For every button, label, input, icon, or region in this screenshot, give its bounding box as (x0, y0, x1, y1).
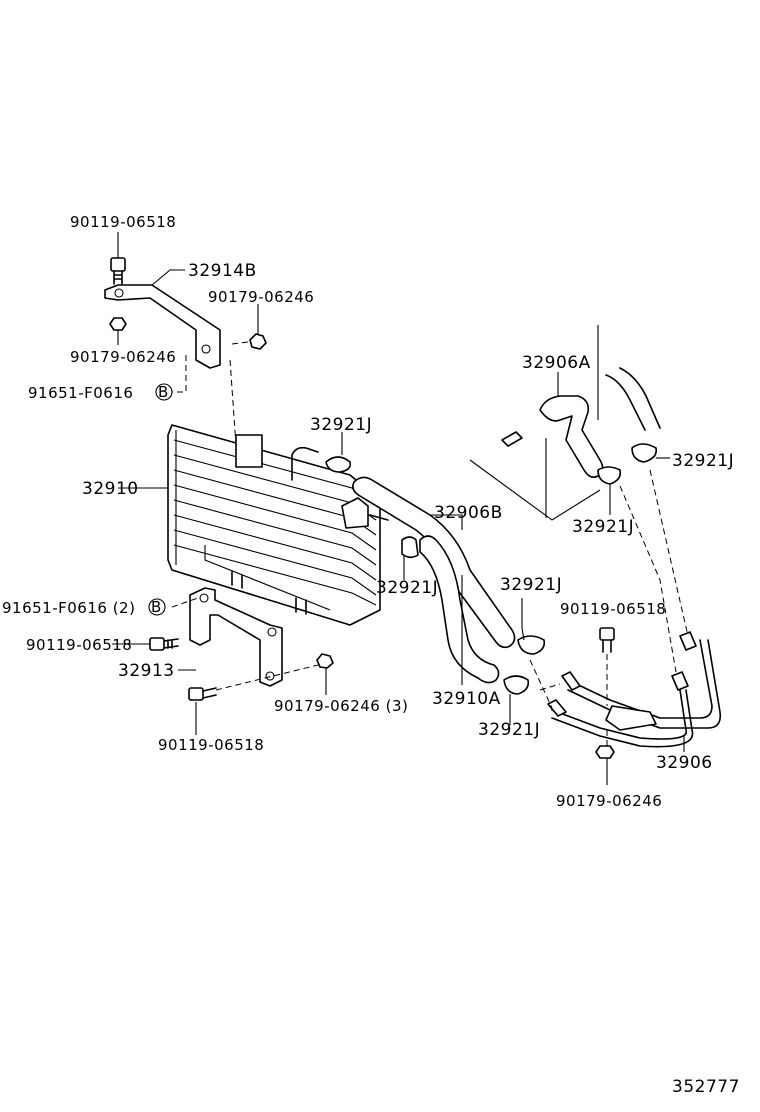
hose-32910A (419, 535, 500, 684)
lower-bracket-bolt (149, 637, 179, 651)
label-clamp-mark-lower: B (151, 598, 162, 616)
lower-nut (316, 653, 334, 669)
label-bolt-tube-bracket: 90119-06518 (560, 600, 666, 618)
cooler-clip (325, 456, 352, 473)
upper-right-clip (631, 443, 658, 463)
hose-32906A (539, 395, 604, 478)
label-cooler: 32910 (82, 479, 139, 499)
label-clip-hose-inlet: 32921J (376, 578, 438, 598)
label-clamp-lower: 91651-F0616 (2) (2, 599, 135, 617)
label-nut-bracket-left: 90179-06246 (70, 348, 176, 366)
label-clip-cooler: 32921J (310, 415, 372, 435)
inlet-hose-clip (401, 536, 419, 559)
tube-assembly (547, 631, 722, 748)
oil-cooler (167, 424, 389, 626)
clamp-mark-upper-circle (155, 383, 173, 401)
tube-bracket-nut (595, 745, 615, 759)
label-nut-lower-bracket: 90179-06246 (3) (274, 697, 408, 715)
label-clamp-mark-upper: B (158, 383, 169, 401)
label-nut-tube-bracket: 90179-06246 (556, 792, 662, 810)
label-tube-assembly: 32906 (656, 753, 713, 773)
label-bracket-upper: 32914B (188, 261, 257, 281)
top-bolt (110, 257, 126, 285)
label-nut-bracket-right: 90179-06246 (208, 288, 314, 306)
label-bolt-lower-bracket: 90119-06518 (26, 636, 132, 654)
label-bolt-top: 90119-06518 (70, 213, 176, 231)
bracket-nut-right (249, 333, 267, 350)
mid-right-clip (517, 627, 546, 655)
label-clip-upper-mid: 32921J (572, 517, 634, 537)
label-clamp-bolt-upper: 91651-F0616 (28, 384, 133, 402)
lower-bracket (189, 587, 283, 687)
illustration-number: 352777 (672, 1077, 740, 1097)
bracket-nut-left (109, 317, 127, 331)
label-bracket-lower: 32913 (118, 661, 175, 681)
label-clip-outlet: 32921J (478, 720, 540, 740)
label-hose-inlet: 32906B (434, 503, 503, 523)
clamp-mark-lower-circle (148, 598, 166, 616)
label-bolt-bottom: 90119-06518 (158, 736, 264, 754)
tube-bracket-bolt (599, 627, 615, 653)
outlet-clip (503, 675, 530, 695)
upper-mid-clip (597, 466, 622, 485)
tube-stub (501, 431, 523, 447)
label-hose-outlet: 32910A (432, 689, 501, 709)
upper-bracket (104, 284, 221, 369)
label-hose-upper: 32906A (522, 353, 591, 373)
label-clip-upper-right: 32921J (672, 451, 734, 471)
bottom-bolt (188, 687, 217, 701)
label-clip-mid-right: 32921J (500, 575, 562, 595)
